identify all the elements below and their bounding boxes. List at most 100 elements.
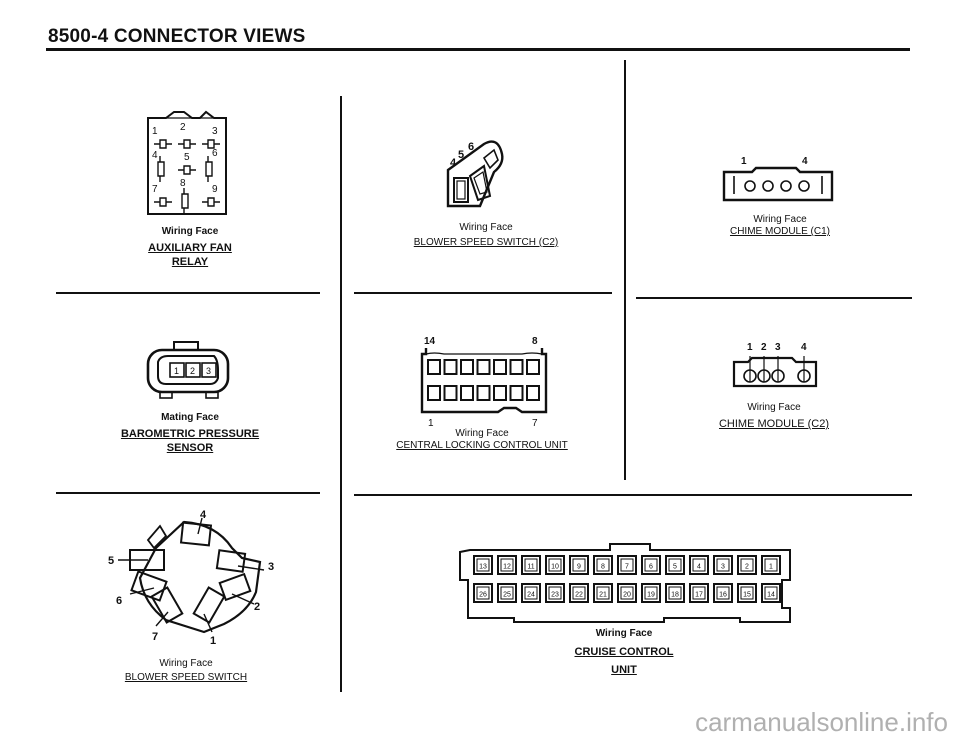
cruise-pin-bottom-label: 26 — [479, 592, 487, 599]
divider-row1-right — [636, 297, 912, 299]
central-locking-connector: 14 8 1 7 — [420, 336, 548, 429]
cruise-pin-top-cell — [521, 555, 541, 575]
cruise-pin-top-label: 4 — [697, 564, 701, 571]
blower-c2-face-label: Wiring Face — [459, 222, 513, 233]
divider-vertical-right — [624, 60, 626, 480]
cruise-name: CRUISE CONTROL — [574, 646, 674, 658]
cruise-pin-bottom-label: 18 — [671, 592, 679, 599]
cruise-pin-top-label: 10 — [551, 564, 559, 571]
aux-fan-name: AUXILIARY FAN — [148, 242, 232, 254]
aux-pin-2: 2 — [180, 122, 186, 133]
aux-pin-6: 6 — [212, 148, 218, 159]
cruise-pin-top-cell — [713, 555, 733, 575]
central-pin-cell — [476, 385, 491, 401]
cruise-pin-top-cell — [593, 555, 613, 575]
central-pin-1: 1 — [428, 418, 434, 429]
cruise-pin-bottom-inner — [572, 586, 586, 600]
blower-name: BLOWER SPEED SWITCH — [124, 672, 248, 683]
cruise-pin-bottom-cell — [473, 583, 493, 603]
chime-c2-caption: Wiring Face CHIME MODULE (C2) — [674, 402, 874, 430]
divider-row2-left — [56, 492, 320, 494]
cruise-pin-bottom-label: 14 — [767, 592, 775, 599]
central-pin-cell — [460, 359, 474, 375]
central-pin-cell — [460, 385, 474, 401]
cruise-pin-bottom-cell — [545, 583, 565, 603]
chime-c2-face-label: Wiring Face — [747, 402, 801, 413]
cruise-pin-top-cell — [641, 555, 661, 575]
chime-c1-pin-4: 4 — [802, 156, 808, 167]
aux-pin-8: 8 — [180, 178, 186, 189]
aux-pin-3: 3 — [212, 126, 218, 137]
central-pin-cell — [526, 385, 540, 401]
cruise-pin-top-inner — [668, 558, 682, 572]
blower-face-label: Wiring Face — [159, 658, 213, 669]
central-pin-8: 8 — [532, 336, 538, 347]
divider-vertical-left — [340, 96, 342, 692]
cruise-pin-bottom-inner — [476, 586, 490, 600]
central-pin-cell — [443, 359, 458, 375]
cruise-pin-bottom-label: 17 — [695, 592, 703, 599]
cruise-pin-top-inner — [476, 558, 490, 572]
baro-face-label: Mating Face — [161, 412, 219, 423]
blower-caption: Wiring Face BLOWER SPEED SWITCH — [96, 658, 276, 684]
cruise-name-2: UNIT — [611, 664, 637, 676]
baro-pin-1: 1 — [174, 366, 179, 376]
cruise-pin-bottom-inner — [620, 586, 634, 600]
cruise-pin-top-inner — [596, 558, 610, 572]
chime-c2-connector: 1 2 3 4 — [732, 342, 818, 388]
header-rule — [46, 48, 910, 51]
cruise-pin-bottom-label: 15 — [743, 592, 751, 599]
cruise-pin-top-label: 7 — [625, 564, 629, 571]
aux-pin-1: 1 — [152, 126, 158, 137]
cruise-pin-bottom-label: 23 — [551, 592, 559, 599]
aux-fan-face-label: Wiring Face — [161, 226, 219, 237]
cruise-pin-bottom-cell — [641, 583, 661, 603]
cruise-pin-bottom-inner — [644, 586, 658, 600]
watermark: carmanualsonline.info — [695, 707, 948, 737]
cruise-pin-bottom-inner — [740, 586, 754, 600]
cruise-caption: Wiring Face CRUISE CONTROL UNIT — [524, 628, 724, 676]
blower-c2-pin-5: 5 — [458, 149, 464, 161]
baro-sensor-connector: 1 2 3 — [146, 341, 230, 399]
cruise-pin-bottom-cell — [689, 583, 709, 603]
cruise-pin-top-inner — [500, 558, 514, 572]
cruise-pin-top-label: 9 — [577, 564, 581, 571]
cruise-pin-bottom-cell — [569, 583, 589, 603]
cruise-pin-top-label: 3 — [721, 564, 725, 571]
cruise-pin-bottom-label: 21 — [599, 592, 607, 599]
cruise-pin-top-cell — [665, 555, 685, 575]
cruise-pin-bottom-cell — [737, 583, 757, 603]
cruise-pin-top-label: 2 — [745, 564, 749, 571]
cruise-pin-top-cell — [569, 555, 589, 575]
cruise-pin-bottom-cell — [593, 583, 613, 603]
page-header: 8500-4 CONNECTOR VIEWS — [48, 26, 306, 47]
cruise-pin-top-inner — [740, 558, 754, 572]
chime-c2-name: CHIME MODULE (C2) — [718, 418, 829, 430]
cruise-pin-bottom-inner — [500, 586, 514, 600]
divider-row1-left — [56, 292, 320, 294]
cruise-pin-bottom-cell — [665, 583, 685, 603]
central-pin-cell — [443, 385, 458, 401]
baro-pin-2: 2 — [190, 366, 195, 376]
divider-row1-mid — [354, 292, 612, 294]
central-pin-cell — [493, 359, 507, 375]
aux-fan-name-2: RELAY — [171, 256, 209, 268]
cruise-pin-top-label: 11 — [527, 564, 534, 571]
baro-name-2: SENSOR — [166, 442, 214, 454]
central-pin-7: 7 — [532, 418, 538, 429]
cruise-pin-top-label: 1 — [769, 564, 773, 571]
blower-c2-name: BLOWER SPEED SWITCH (C2) — [413, 237, 559, 248]
cruise-pin-top-cell — [617, 555, 637, 575]
central-face-label: Wiring Face — [455, 428, 509, 439]
chime-c2-pin-1: 1 — [747, 342, 753, 353]
blower-c2-pin-6: 6 — [468, 141, 474, 153]
blower-pin-2: 2 — [254, 601, 260, 613]
central-pin-cell — [509, 385, 524, 401]
central-caption: Wiring Face CENTRAL LOCKING CONTROL UNIT — [372, 428, 592, 452]
cruise-pin-bottom-label: 16 — [719, 592, 727, 599]
chime-c1-connector: 1 4 — [722, 156, 834, 202]
chime-c1-name: CHIME MODULE (C1) — [729, 226, 830, 237]
cruise-pin-bottom-label: 22 — [575, 592, 583, 599]
baro-pin-3: 3 — [206, 366, 211, 376]
cruise-pin-top-inner — [524, 558, 538, 572]
